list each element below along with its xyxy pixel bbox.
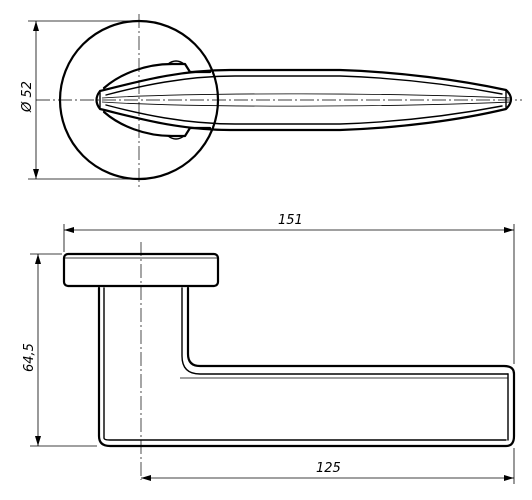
lever-neck-detail — [167, 60, 185, 140]
top-view: Ø 52 — [20, 14, 522, 188]
overall-length-label: 151 — [278, 213, 303, 228]
side-view: 151 64,5 125 — [22, 213, 516, 484]
overall-arrow-left — [64, 227, 74, 233]
lever-side-outline — [97, 286, 516, 448]
overall-arrow-right — [504, 227, 514, 233]
projection-height-label: 64,5 — [22, 343, 37, 372]
height-arrow-bottom — [35, 436, 41, 446]
height-arrow-top — [35, 254, 41, 264]
lever-side-inner-edge — [103, 287, 507, 441]
lever-top-ridge-lower — [101, 101, 511, 107]
lever-length-label: 125 — [316, 461, 341, 476]
lever-neck-lower — [102, 110, 212, 138]
lever-length-arrow-left — [141, 475, 151, 481]
lever-top-inner-edge-lower — [105, 104, 503, 125]
diameter-label: Ø 52 — [20, 81, 35, 113]
diameter-arrow-top — [33, 21, 39, 31]
lever-length-arrow-right — [504, 475, 514, 481]
lever-neck-upper — [102, 62, 212, 90]
diameter-arrow-bottom — [33, 169, 39, 179]
lever-top-inner-edge — [105, 75, 503, 96]
lever-top-ridge — [101, 93, 511, 99]
lever-side-inner-edge-top — [181, 287, 509, 375]
